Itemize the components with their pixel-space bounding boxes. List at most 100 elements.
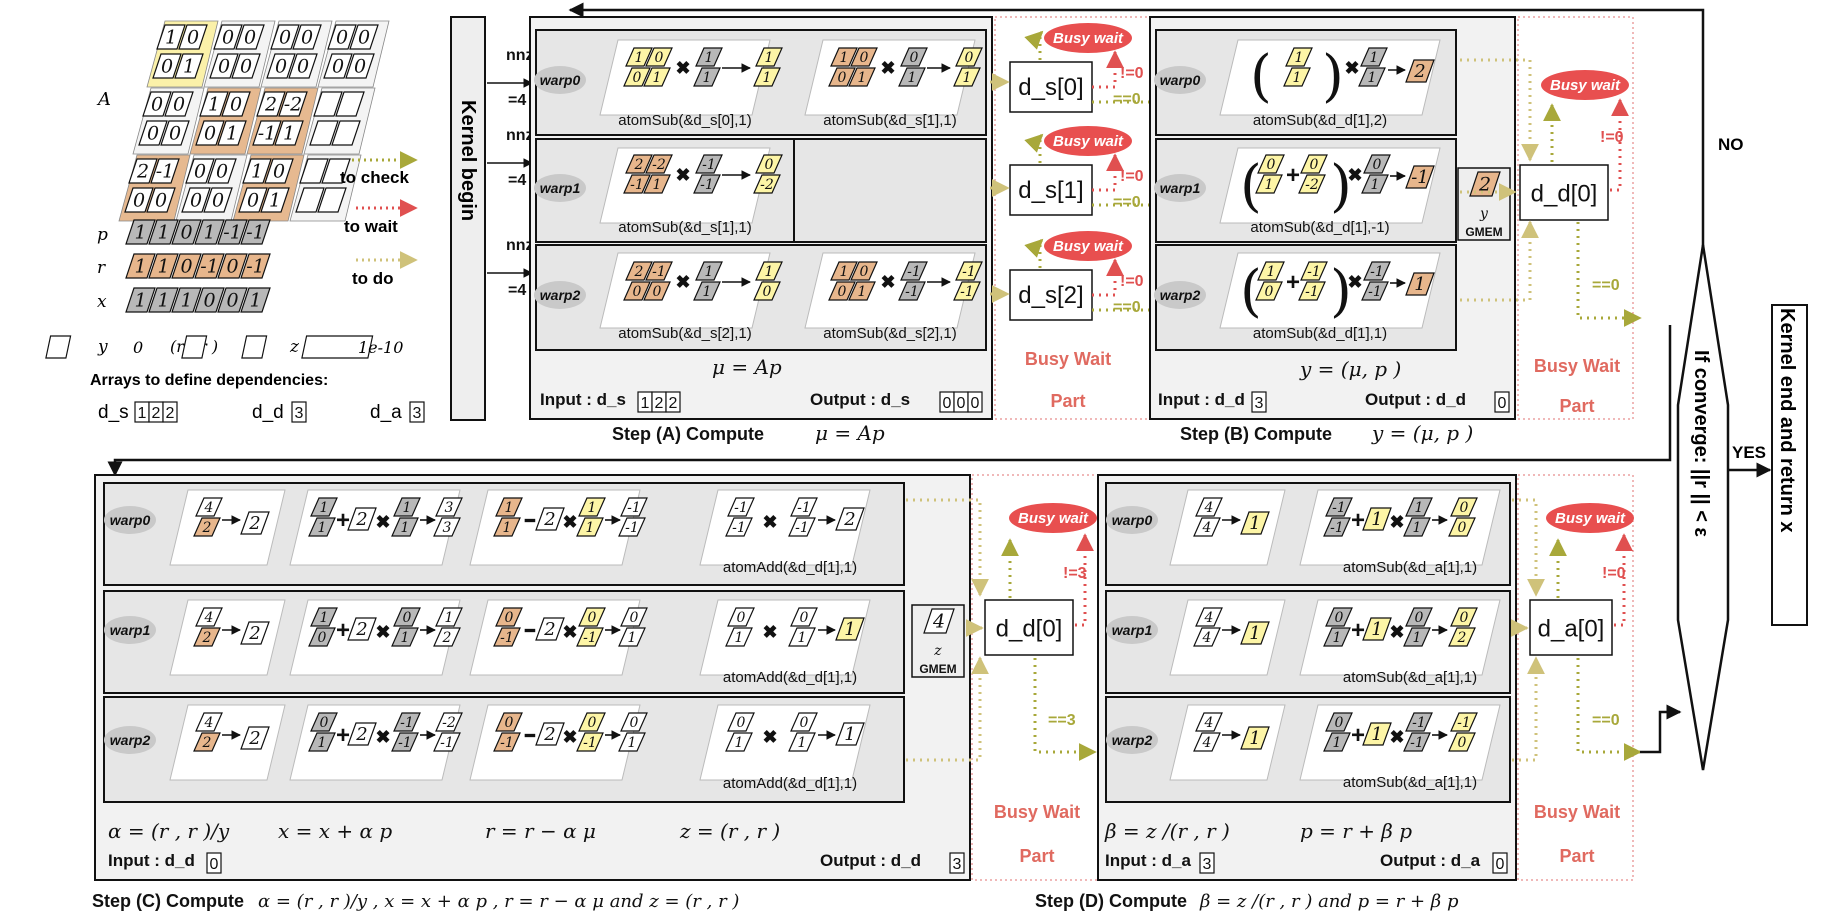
c-w2-x0-a-text: 0	[320, 715, 329, 731]
matrix-label: A	[96, 89, 111, 110]
step-d-output-label: Output : d_a	[1380, 851, 1481, 870]
matrix-cell-5-0-1	[146, 187, 176, 213]
vec-r-cell-4-text: 0	[226, 256, 238, 278]
c-w2-z0-b	[725, 732, 753, 752]
d-w1-b	[1362, 617, 1392, 641]
matrix-cell-1-3-0	[323, 53, 353, 79]
step-c-gmem-val-text: 4	[932, 611, 945, 633]
step-a-warp2-ellipse	[534, 281, 586, 309]
c-w2-z1-b-text: 1	[798, 735, 807, 751]
d-w1-p-a-text: 0	[1415, 610, 1424, 626]
a-w2-r1-a-text: -1	[962, 264, 976, 280]
step-a-warp0-ellipse	[534, 66, 586, 94]
b-w2-v1-b	[1298, 281, 1326, 301]
c-w1-x0-a	[310, 607, 338, 627]
c-w1-z0-b-text: 1	[735, 630, 744, 646]
vec-p-cell-1-text: 1	[157, 222, 169, 244]
sync-b-ne0: !=0	[1600, 129, 1624, 146]
d-d-array-label: d_d	[252, 402, 284, 423]
c-w2-a2-text: 2	[543, 724, 555, 745]
a-w1-v0-b-text: -1	[700, 177, 714, 193]
matrix-cell-0-2-1-text: 0	[301, 27, 313, 49]
a-w0-m1-a	[830, 47, 858, 67]
a-w2-r0-a	[755, 261, 783, 281]
c-w2-mu-b	[576, 732, 604, 752]
matrix-cell-5-0-0	[124, 187, 154, 213]
c-w2-zres-text: 1	[844, 724, 855, 745]
step-b-warp0-label: warp0	[1160, 72, 1201, 88]
vec-r-cell-0	[125, 253, 156, 279]
c-w0-zres-text: 2	[843, 509, 855, 530]
matrix-cell-5-1-0-text: 0	[190, 190, 202, 212]
vec-p-cell-5	[240, 219, 271, 245]
a-w1-r0-b	[753, 174, 781, 194]
sync-a-check-arrow2	[1024, 238, 1044, 268]
c-w1-x0-b-text: 0	[318, 630, 327, 646]
d-w1-beta-frac-b-text: 4	[1202, 630, 1212, 646]
sync-a-ne0-0: !=0	[1120, 65, 1144, 82]
b-w2-v2-b	[1361, 281, 1389, 301]
matrix-cell-4-2-1	[264, 158, 294, 184]
c-w1-xres-a-text: 1	[445, 610, 454, 626]
sync-d-da0-box	[1529, 599, 1613, 656]
step-b-warp0-ellipse	[1154, 66, 1206, 94]
b-w2-v1-a	[1300, 261, 1328, 281]
c-w1-rres-a	[620, 607, 648, 627]
a-w0-m0-c-text: 0	[633, 70, 642, 86]
a-w0-v0-b-text: 1	[703, 70, 712, 86]
step-b-op-2: atomSub(&d_d[1],1)	[1253, 325, 1387, 342]
d-w0-beta-frac-a-text: 4	[1204, 500, 1214, 516]
step-c-w2-alpha	[169, 704, 286, 781]
d-w0-r-a-text: -1	[1332, 500, 1346, 516]
sync-b-dd0-box	[1519, 164, 1609, 221]
step-c-warp0-ellipse	[104, 506, 156, 534]
nnz-value-2: =4	[508, 282, 526, 299]
step-a-input-label: Input : d_s	[540, 390, 626, 409]
c-w0-times2: ✖	[562, 512, 577, 532]
a-w2-m1-c	[828, 281, 856, 301]
c-w1-z0-a	[727, 607, 755, 627]
matrix-cell-2-2-1-text: -2	[284, 94, 303, 116]
c-w2-z1-b	[788, 732, 816, 752]
matrix-cell-4-0-0	[128, 158, 158, 184]
sync-a-wait-arrow0	[1092, 50, 1124, 89]
step-a-output-val-0: 0	[943, 395, 952, 412]
a-w0-times0: ✖	[675, 58, 690, 78]
sync-a-ds1-box	[1009, 164, 1093, 216]
a-w0-times1: ✖	[880, 58, 895, 78]
c-w1-alpha-frac-a	[195, 607, 223, 627]
flow-arrow-d-to-converge	[1640, 704, 1682, 754]
sync-d-busy-label: Busy wait	[1555, 510, 1626, 527]
c-w2-zres	[835, 722, 865, 746]
c-w2-times3: ✖	[762, 727, 777, 747]
vec-p-cell-3-text: 1	[203, 222, 215, 244]
c-w1-mu-b-text: -1	[583, 630, 597, 646]
matrix-cell-2-1-0-text: 1	[208, 94, 220, 116]
c-w0-minus: ━	[524, 513, 536, 530]
sync-a-busy-part-1: Part	[1050, 391, 1085, 411]
a-w0-v0-a-text: 1	[705, 50, 714, 66]
step-d-op-2: atomSub(&d_a[1],1)	[1343, 774, 1477, 791]
matrix-cell-4-1-0	[185, 158, 215, 184]
matrix-cell-4-3-0	[299, 158, 329, 184]
matrix-cell-0-1-1	[235, 24, 265, 50]
a-w0-r0-a-text: 1	[765, 50, 774, 66]
b-w1-times: ✖	[1347, 165, 1362, 185]
sync-c-dd0-box	[984, 599, 1074, 656]
sync-b-busy-label: Busy wait	[1550, 77, 1621, 94]
a-w2-m1-d-text: 1	[858, 284, 867, 300]
legend-ds-box-2	[162, 401, 178, 423]
b-w0-paren-r: )	[1322, 44, 1344, 109]
sync-b-wait	[1610, 98, 1629, 192]
c-w0-zres	[835, 507, 865, 531]
eps-value: 1e-10	[358, 338, 403, 357]
c-w2-xres-a	[435, 712, 463, 732]
matrix-cell-1-0-1	[174, 53, 204, 79]
a-w0-m0-d	[643, 67, 671, 87]
step-c-input-label: Input : d_d	[108, 851, 195, 870]
c-w1-a-text: 2	[355, 619, 367, 640]
d-w2-r-a	[1325, 712, 1353, 732]
vec-p-cell-2-text: 0	[180, 222, 192, 244]
matrix-cell-3-2-1-text: 1	[283, 123, 295, 145]
matrix-cell-1-0-1-text: 1	[183, 56, 195, 78]
